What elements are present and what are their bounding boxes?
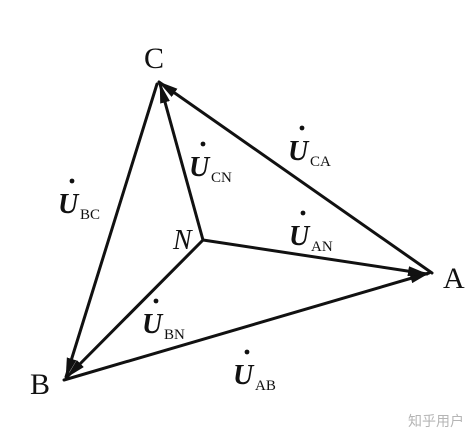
svg-text:BN: BN — [164, 327, 185, 343]
vertex-label-c: C — [144, 42, 164, 75]
phasor-label-bc: U BC — [58, 178, 100, 223]
phasor-label-bn: U BN — [142, 298, 185, 343]
svg-text:CN: CN — [211, 170, 232, 186]
svg-text:U: U — [289, 221, 311, 252]
node-label-n: N — [172, 225, 193, 256]
svg-text:AB: AB — [255, 378, 276, 394]
vector-cn — [158, 82, 205, 242]
svg-text:BC: BC — [80, 207, 100, 223]
vector-an — [201, 238, 429, 277]
phasor-label-cn: U CN — [189, 141, 232, 186]
vector-ca — [157, 80, 434, 275]
svg-text:U: U — [58, 189, 80, 220]
phasor-label-ab: U AB — [233, 349, 276, 394]
svg-text:AN: AN — [311, 239, 333, 255]
vector-bn — [65, 238, 205, 379]
svg-text:U: U — [189, 152, 211, 183]
vector-ab — [62, 271, 431, 382]
svg-text:U: U — [142, 309, 164, 340]
phasor-label-ca: U CA — [288, 125, 331, 170]
vector-bc — [64, 82, 159, 379]
svg-text:U: U — [233, 360, 255, 391]
watermark-text: 知乎用户 — [408, 413, 464, 430]
svg-text:U: U — [288, 136, 310, 167]
svg-text:CA: CA — [310, 154, 331, 170]
vertex-label-a: A — [443, 262, 465, 295]
vertex-label-b: B — [30, 368, 50, 401]
phasor-label-an: U AN — [289, 210, 333, 255]
